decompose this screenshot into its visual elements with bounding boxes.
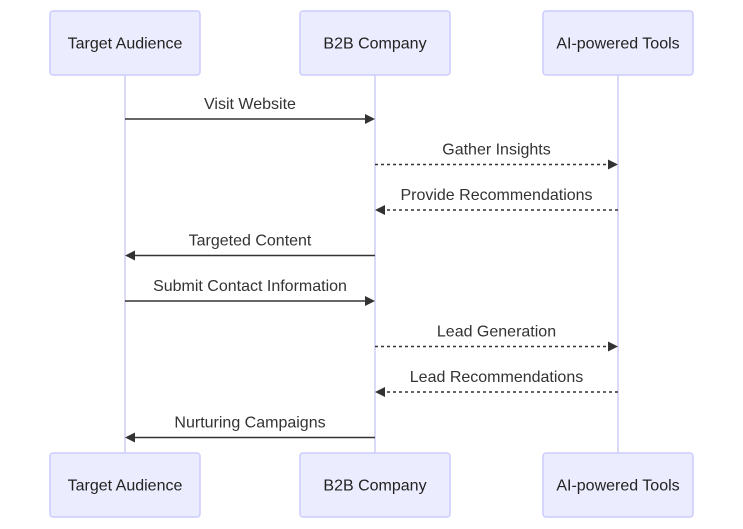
message-label: Provide Recommendations bbox=[400, 187, 592, 204]
message-nurturing-campaigns: Nurturing Campaigns bbox=[125, 415, 375, 443]
actors-bottom: Target Audience B2B Company AI-powered Too… bbox=[49, 452, 694, 518]
message-lead-recommendations: Lead Recommendations bbox=[375, 369, 618, 397]
message-label: Submit Contact Information bbox=[153, 278, 347, 295]
arrowhead-icon bbox=[125, 250, 135, 261]
message-targeted-content: Targeted Content bbox=[125, 233, 375, 261]
actor-ai-powered-tools-top[interactable]: AI-powered Tools bbox=[542, 10, 694, 76]
arrowhead-icon bbox=[365, 114, 375, 124]
actor-label: B2B Company bbox=[323, 36, 426, 53]
message-submit-contact-information: Submit Contact Information bbox=[125, 278, 375, 306]
actor-b2b-company-top[interactable]: B2B Company bbox=[299, 10, 451, 76]
message-label: Gather Insights bbox=[442, 142, 551, 159]
actor-label: Target Audience bbox=[68, 36, 183, 53]
actor-ai-powered-tools-bottom[interactable]: AI-powered Tools bbox=[542, 452, 694, 518]
message-lead-generation: Lead Generation bbox=[375, 324, 618, 352]
actor-b2b-company-bottom[interactable]: B2B Company bbox=[299, 452, 451, 518]
arrowhead-icon bbox=[608, 159, 618, 170]
actor-label: AI-powered Tools bbox=[556, 478, 679, 495]
actor-box bbox=[49, 10, 201, 76]
actor-label: Target Audience bbox=[68, 478, 183, 495]
arrowhead-icon bbox=[375, 387, 385, 397]
message-label: Visit Website bbox=[204, 96, 296, 113]
actors-top: Target Audience B2B Company AI-powered Too… bbox=[49, 10, 694, 76]
message-provide-recommendations: Provide Recommendations bbox=[375, 187, 618, 215]
actor-label: AI-powered Tools bbox=[556, 36, 679, 53]
message-label: Lead Recommendations bbox=[410, 369, 583, 386]
actor-box bbox=[542, 452, 694, 518]
message-label: Targeted Content bbox=[189, 233, 312, 250]
message-visit-website: Visit Website bbox=[125, 96, 375, 124]
lifelines bbox=[124, 75, 619, 453]
arrowhead-icon bbox=[125, 432, 135, 443]
actor-box bbox=[299, 452, 451, 518]
message-gather-insights: Gather Insights bbox=[375, 142, 618, 170]
actor-box bbox=[542, 10, 694, 76]
arrowhead-icon bbox=[608, 341, 618, 352]
actor-label: B2B Company bbox=[323, 478, 426, 495]
arrowhead-icon bbox=[365, 296, 375, 306]
arrowhead-icon bbox=[375, 205, 385, 215]
actor-target-audience-top[interactable]: Target Audience bbox=[49, 10, 201, 76]
actor-box bbox=[49, 452, 201, 518]
actor-target-audience-bottom[interactable]: Target Audience bbox=[49, 452, 201, 518]
actor-box bbox=[299, 10, 451, 76]
message-label: Nurturing Campaigns bbox=[174, 415, 325, 432]
message-label: Lead Generation bbox=[437, 324, 556, 341]
